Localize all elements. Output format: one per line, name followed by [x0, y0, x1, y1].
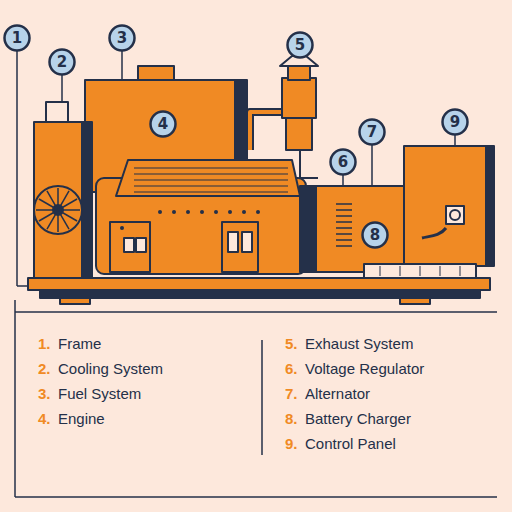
engine-bolt [172, 210, 176, 214]
fan-spoke [58, 209, 80, 211]
list-number: 5. [285, 336, 298, 351]
engine-rib [134, 167, 288, 168]
part-name: Frame [58, 336, 101, 351]
callout-circle [331, 150, 356, 175]
alternator-vent [336, 233, 352, 235]
part-name: Engine [58, 411, 105, 426]
engine-bolt [242, 210, 246, 214]
callout-circle [50, 50, 75, 75]
engine [96, 160, 306, 274]
part-name: Voltage Regulator [305, 361, 424, 376]
list-number: 1. [38, 336, 51, 351]
callout-number: 8 [370, 228, 380, 243]
callout-circle [110, 26, 135, 51]
callout-circle [151, 112, 176, 137]
callout-circle [288, 33, 313, 58]
battery-charger [364, 264, 476, 278]
fan-spoke [36, 209, 58, 211]
leader-lines [17, 51, 455, 286]
part-name: Control Panel [305, 436, 396, 451]
fan-spoke [58, 199, 77, 210]
engine-bolt [120, 226, 124, 230]
callout-circle [360, 120, 385, 145]
list-number: 8. [285, 411, 298, 426]
engine-rib [134, 173, 288, 174]
alternator-vent [336, 239, 352, 241]
callout-number: 1 [12, 31, 22, 46]
frame [28, 278, 490, 304]
list-frame [15, 300, 497, 497]
part-name: Cooling System [58, 361, 163, 376]
fan-spoke [58, 210, 69, 229]
callout-number: 7 [367, 125, 377, 140]
callout-circle [5, 26, 30, 51]
engine-rib [134, 185, 288, 186]
part-name: Battery Charger [305, 411, 411, 426]
callout-circle [363, 223, 388, 248]
callout-number: 5 [295, 38, 305, 53]
engine-bolt [256, 210, 260, 214]
alternator-vent [336, 221, 352, 223]
engine-bolt [214, 210, 218, 214]
callout-number: 6 [338, 155, 348, 170]
callout-number: 9 [450, 115, 460, 130]
control-panel [404, 146, 494, 266]
list-number: 2. [38, 361, 51, 376]
list-number: 3. [38, 386, 51, 401]
engine-rib [134, 179, 288, 180]
part-name: Alternator [305, 386, 370, 401]
charger-cell [440, 266, 441, 276]
fan-spoke [57, 210, 59, 232]
list-number: 9. [285, 436, 298, 451]
engine-bolt [186, 210, 190, 214]
list-number: 4. [38, 411, 51, 426]
callout-number: 3 [117, 31, 127, 46]
fan-spoke [47, 191, 58, 210]
charger-cell [460, 266, 461, 276]
alternator-vent [336, 203, 352, 205]
engine-bolt [228, 210, 232, 214]
callout-number: 2 [57, 55, 67, 70]
alternator-vent [336, 245, 352, 247]
alternator-vent [336, 215, 352, 217]
list-number: 6. [285, 361, 298, 376]
engine-bolt [158, 210, 162, 214]
callout-number: 4 [158, 117, 168, 132]
charger-cell [380, 266, 381, 276]
alternator-vent [336, 209, 352, 211]
part-name: Fuel System [58, 386, 141, 401]
engine-rib [134, 191, 288, 192]
fan-spoke [39, 210, 58, 221]
fan-spoke [57, 188, 59, 210]
charger-cell [400, 266, 401, 276]
alternator-vent [336, 227, 352, 229]
charger-cell [420, 266, 421, 276]
part-name: Exhaust System [305, 336, 413, 351]
engine-bolt [200, 210, 204, 214]
radiator [34, 102, 92, 278]
list-number: 7. [285, 386, 298, 401]
callout-circle [443, 110, 468, 135]
